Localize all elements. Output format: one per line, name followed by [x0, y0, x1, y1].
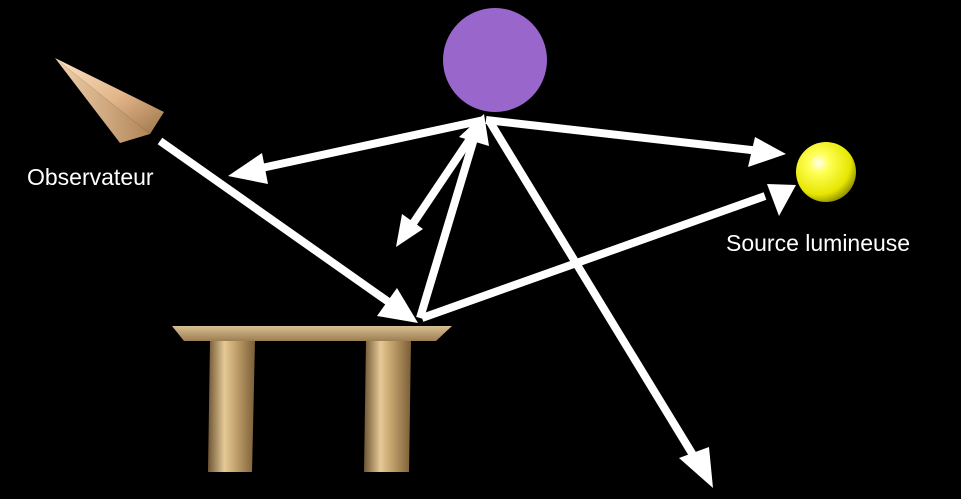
ray-table-to-light: [420, 192, 767, 322]
arrowhead-to-light-top: [748, 137, 786, 167]
arrowhead-to-table: [377, 288, 418, 323]
observer-cone: [55, 58, 164, 143]
arrowhead-down-right: [679, 447, 713, 488]
observer-label: Observateur: [27, 164, 154, 190]
rays: [157, 116, 767, 458]
arrowhead-to-light: [767, 184, 796, 216]
ray-sphere-to-light: [485, 116, 761, 155]
ray-observer-to-table: [157, 137, 393, 307]
ray-table-to-sphere: [416, 130, 480, 320]
sphere-object: [443, 8, 547, 112]
light-source-sphere: [796, 142, 856, 202]
light-source-label: Source lumineuse: [726, 230, 911, 256]
ray-sphere-to-observer: [256, 116, 485, 173]
arrowhead-to-sphere: [459, 114, 489, 146]
arrowhead-down-left: [396, 214, 423, 247]
table: [172, 326, 452, 472]
arrowhead-to-observer: [228, 153, 268, 184]
ray-sphere-down-right: [486, 119, 697, 458]
arrowheads: [228, 114, 796, 488]
ray-sphere-down-left: [406, 121, 484, 231]
